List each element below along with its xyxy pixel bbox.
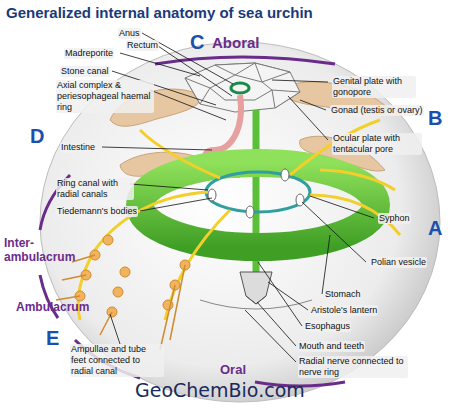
- part-label: Polian vesicle: [370, 257, 427, 268]
- test-body: [40, 42, 440, 402]
- region-label: Inter-ambulacrum: [4, 236, 82, 264]
- part-label: Intestine: [60, 142, 96, 153]
- anus-ring: [231, 83, 249, 93]
- region-label: Ambulacrum: [16, 300, 89, 314]
- part-label: Stone canal: [60, 66, 110, 77]
- diagram-title: Generalized internal anatomy of sea urch…: [6, 4, 313, 22]
- part-label: Axial complex & periesophageal haemal ri…: [56, 80, 154, 113]
- part-label: Ampullae and tube feet connected to radi…: [70, 344, 164, 377]
- part-label: Mouth and teeth: [298, 341, 365, 352]
- part-label: Rectum: [126, 40, 159, 51]
- part-label: Radial nerve connected to nerve ring: [298, 356, 408, 378]
- section-letter: D: [30, 124, 44, 148]
- part-label: Ocular plate with tentacular pore: [332, 133, 422, 155]
- region-label: Oral: [220, 362, 246, 378]
- section-letter: B: [428, 106, 442, 130]
- part-label: Stomach: [324, 289, 362, 300]
- part-label: Anus: [118, 28, 141, 39]
- watermark: GeoChemBio.com: [135, 379, 305, 402]
- section-letter: C: [190, 30, 204, 54]
- part-label: Syphon: [378, 213, 411, 224]
- part-label: Tiedemann's bodies: [56, 206, 138, 217]
- aristotles-lantern: [240, 272, 272, 304]
- polian-vesicles: [208, 169, 304, 218]
- part-label: Ring canal with radial canals: [56, 178, 134, 200]
- part-label: Genital plate with gonopore: [332, 76, 416, 98]
- part-label: Esophagus: [304, 321, 351, 332]
- part-label: Madreporite: [64, 48, 114, 59]
- section-letter: E: [46, 326, 59, 350]
- region-arcs: [40, 57, 345, 386]
- section-letter: A: [428, 216, 442, 240]
- part-label: Gonad (testis or ovary): [330, 105, 424, 116]
- ring-canal: [206, 172, 310, 212]
- ampullae: [75, 235, 190, 317]
- region-label: Aboral: [212, 34, 260, 52]
- part-label: Aristole's lantern: [310, 305, 378, 316]
- stomach: [140, 163, 376, 247]
